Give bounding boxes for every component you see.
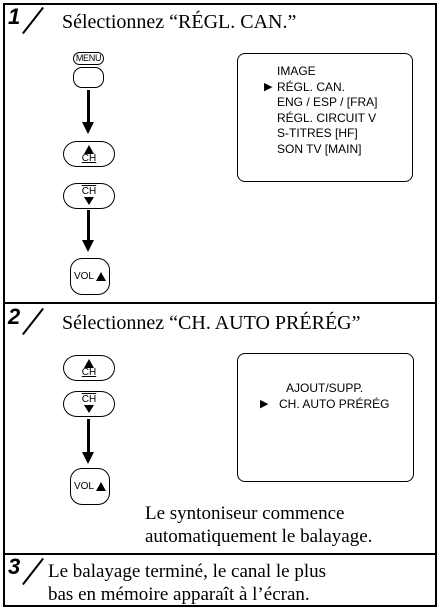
tv-screen-menu: AJOUT/SUPP. ▶CH. AUTO PRÉRÉG: [237, 353, 414, 482]
menu-item-selected: ▶CH. AUTO PRÉRÉG: [260, 396, 390, 411]
cursor-icon: ▶: [264, 80, 273, 93]
note-line: automatiquement le balayage.: [145, 526, 373, 547]
down-arrow-icon: [82, 90, 94, 134]
menu-item: RÉGL. CIRCUIT V: [277, 110, 377, 125]
channel-up-button[interactable]: CH: [63, 141, 115, 167]
step-divider: [3, 553, 437, 555]
channel-down-button[interactable]: CH: [63, 391, 115, 417]
step-divider: [3, 302, 437, 304]
cursor-icon: ▶: [260, 397, 269, 410]
note-line: Le syntoniseur commence: [145, 503, 345, 524]
down-arrow-icon: [82, 419, 94, 464]
channel-up-button[interactable]: CH: [63, 355, 115, 381]
volume-up-button[interactable]: VOL: [70, 468, 110, 505]
step-note: Le syntoniseur commence automatiquement …: [145, 502, 372, 548]
step-number: 1: [8, 4, 21, 29]
menu-item: SON TV [MAIN]: [277, 141, 362, 156]
channel-down-button[interactable]: CH: [63, 183, 115, 209]
step-number: 3: [8, 554, 21, 579]
menu-item: AJOUT/SUPP.: [286, 381, 364, 395]
up-triangle-icon: [84, 358, 94, 368]
menu-button-label: MENU: [73, 52, 104, 65]
tv-screen-menu: IMAGE ▶RÉGL. CAN. ENG / ESP / [FRA] RÉGL…: [237, 53, 413, 182]
volume-up-button[interactable]: VOL: [70, 258, 110, 295]
step-text: Le balayage terminé, le canal le plus ba…: [48, 560, 326, 606]
text-line: bas en mémoire apparaît à l’écran.: [48, 584, 310, 605]
ch-label: CH: [81, 394, 97, 405]
up-triangle-icon: [96, 272, 106, 281]
step-title: Sélectionnez “RÉGL. CAN.”: [62, 11, 297, 33]
menu-item-selected: ▶RÉGL. CAN.: [264, 79, 346, 94]
step-title: Sélectionnez “CH. AUTO PRÉRÉG”: [62, 312, 361, 334]
down-triangle-icon: [84, 197, 94, 205]
up-triangle-icon: [96, 482, 106, 491]
down-triangle-icon: [84, 405, 94, 413]
down-arrow-icon: [82, 210, 94, 252]
text-line: Le balayage terminé, le canal le plus: [48, 561, 327, 582]
vol-label: VOL: [73, 481, 94, 492]
instruction-frame: [3, 3, 437, 607]
ch-label: CH: [81, 186, 97, 197]
menu-item: S-TITRES [HF]: [277, 126, 358, 140]
up-triangle-icon: [84, 144, 94, 154]
ch-label: CH: [81, 152, 97, 164]
vol-label: VOL: [73, 271, 94, 282]
step-number: 2: [8, 304, 21, 329]
ch-label: CH: [81, 366, 97, 378]
menu-button[interactable]: [73, 67, 104, 88]
menu-item: ENG / ESP / [FRA]: [277, 95, 378, 109]
menu-item: IMAGE: [277, 64, 316, 78]
